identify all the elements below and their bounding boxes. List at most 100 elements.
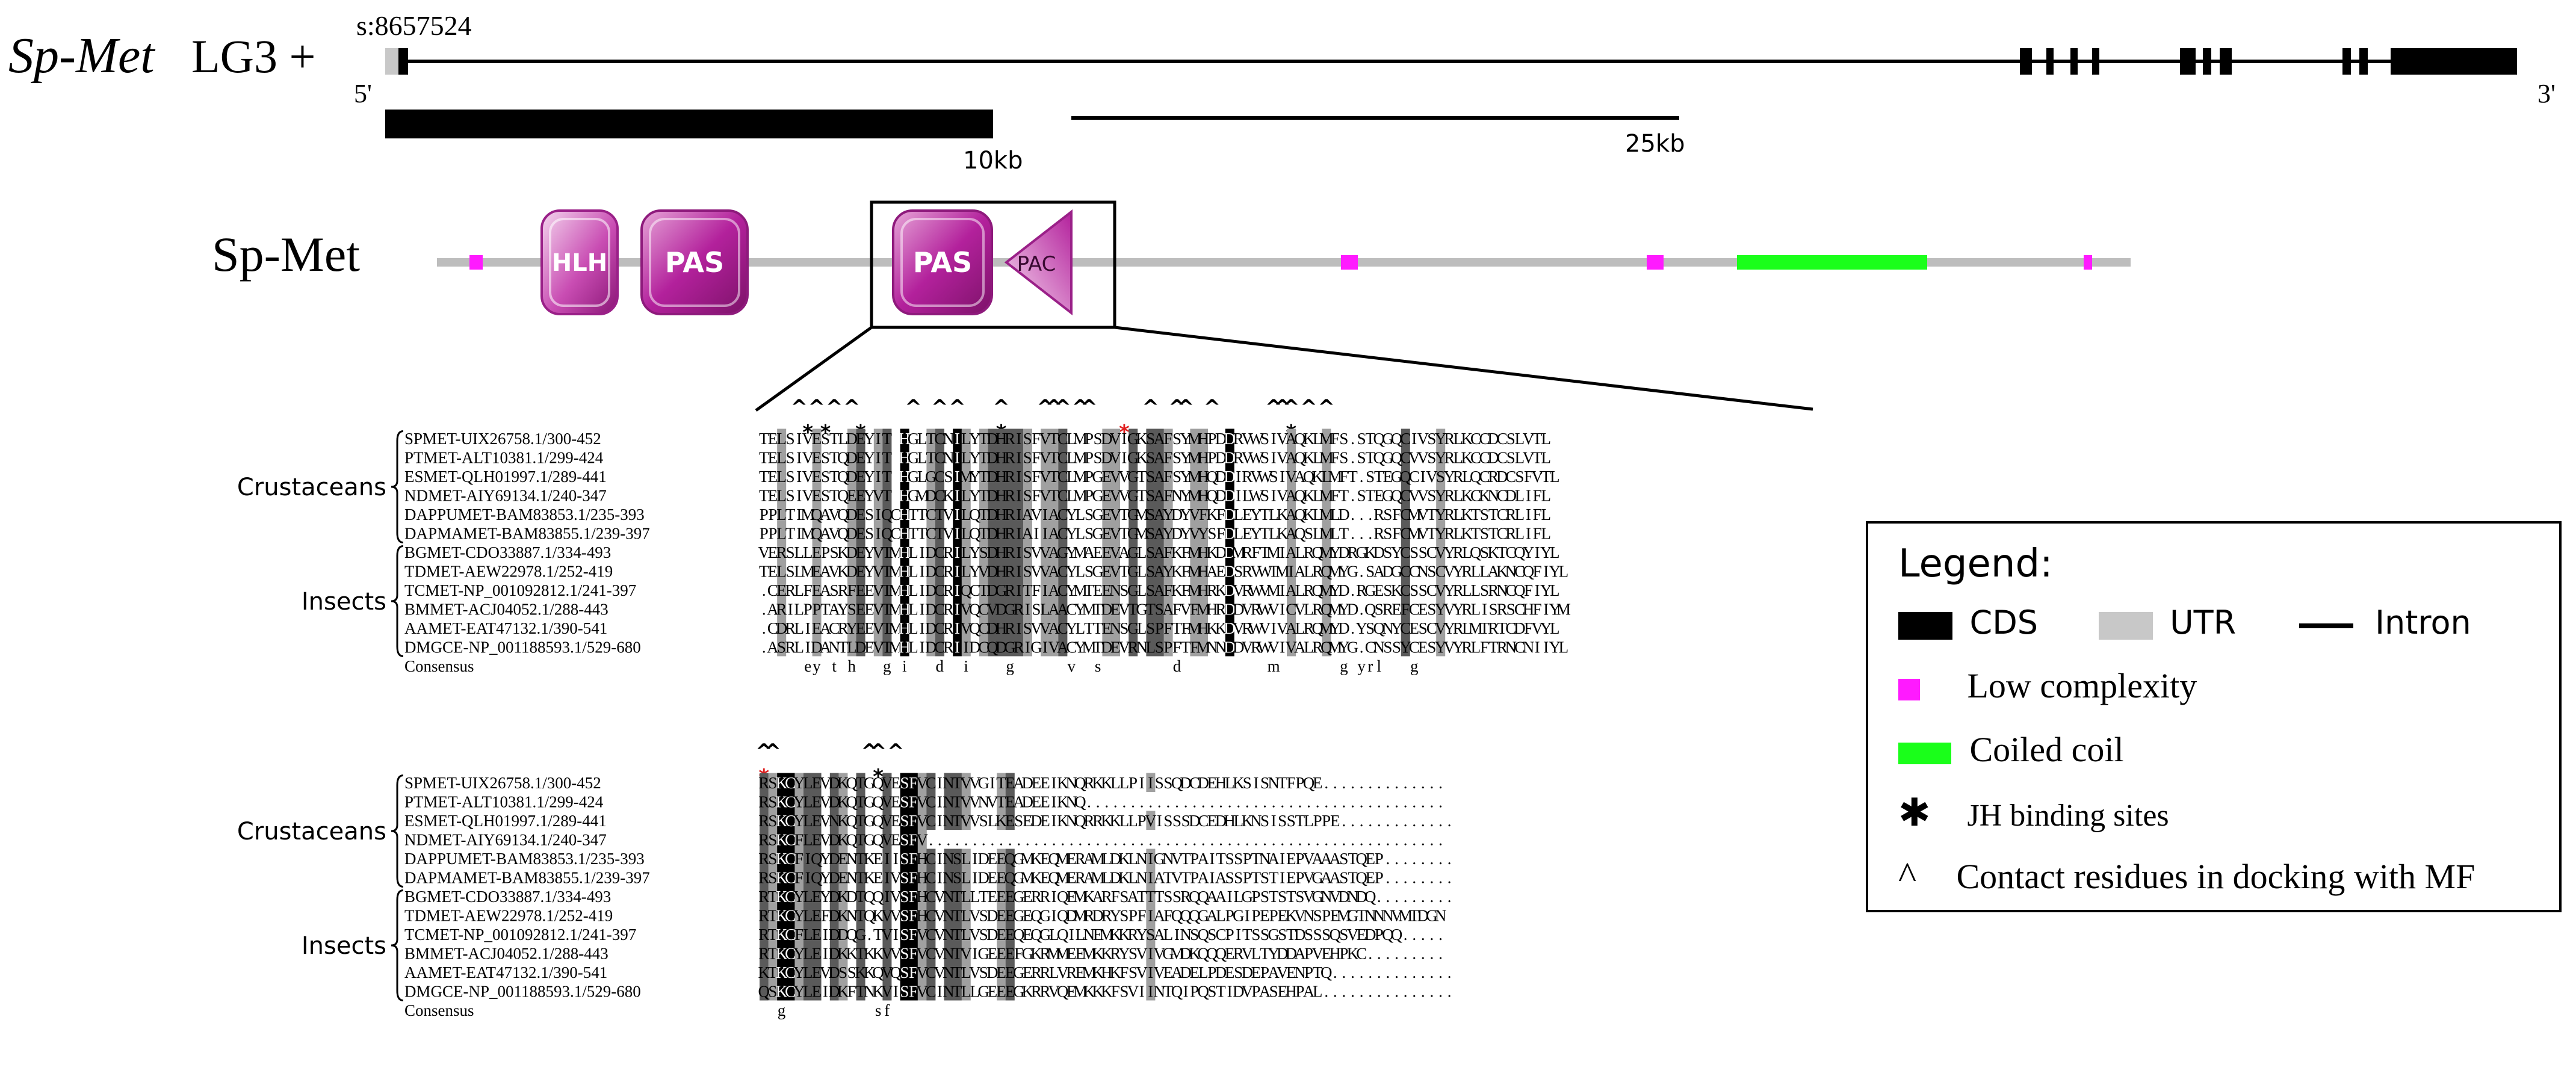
residue: E xyxy=(1286,869,1296,887)
conservation-shading xyxy=(988,524,997,543)
residue: . xyxy=(1386,774,1390,792)
conservation-shading xyxy=(1005,428,1015,448)
conservation-shading xyxy=(935,618,944,637)
residue: S xyxy=(1269,983,1278,1001)
conservation-shading xyxy=(1049,448,1059,467)
cds-exon xyxy=(2203,48,2211,75)
residue: I xyxy=(884,888,890,906)
conservation-shading xyxy=(926,428,936,448)
conservation-shading xyxy=(1014,486,1024,505)
residue: R xyxy=(1005,449,1015,467)
residue: . xyxy=(991,831,995,849)
residue: S xyxy=(1506,430,1516,448)
residue: P xyxy=(760,505,769,524)
conservation-shading xyxy=(988,504,997,524)
residue: . xyxy=(1395,774,1399,792)
residue: P xyxy=(1129,774,1138,792)
conservation-shading xyxy=(997,561,1006,581)
residue: . xyxy=(1404,831,1408,849)
conservation-shading xyxy=(847,524,856,543)
conservation-shading xyxy=(926,504,936,524)
coiled-coil-region xyxy=(1737,255,1927,270)
residue: F xyxy=(794,850,803,868)
contact-residue-caret: ^ xyxy=(808,395,826,419)
conservation-shading xyxy=(961,428,971,448)
residue: L xyxy=(961,869,971,887)
cds-exon xyxy=(2220,48,2232,75)
legend-title: Legend: xyxy=(1898,542,2053,586)
consensus-residue: l xyxy=(1377,657,1382,675)
low-complexity-region xyxy=(469,255,483,270)
residue: I xyxy=(1069,926,1074,944)
residue: F xyxy=(1119,963,1129,981)
consensus-residue: s xyxy=(875,1001,882,1019)
residue: . xyxy=(1254,793,1259,811)
residue: S xyxy=(1119,907,1129,925)
residue: S xyxy=(1383,505,1392,524)
residue: S xyxy=(1410,543,1419,561)
residue: I xyxy=(1280,468,1285,486)
residue: I xyxy=(972,869,977,887)
conservation-shading xyxy=(873,561,883,581)
consensus-residue: d xyxy=(936,657,944,675)
residue: I xyxy=(989,774,995,792)
insects-label: Insects xyxy=(302,932,386,960)
residue: . xyxy=(762,619,766,637)
residue: I xyxy=(884,869,890,887)
residue: E xyxy=(812,468,822,486)
residue: . xyxy=(1245,831,1249,849)
residue: I xyxy=(1535,581,1540,599)
contact-residue-caret: ^ xyxy=(1283,395,1300,419)
residue: R xyxy=(1005,563,1015,581)
consensus-label: Consensus xyxy=(404,1001,474,1019)
residue: S xyxy=(900,850,909,868)
residue: Q xyxy=(1074,793,1086,811)
residue: . xyxy=(1342,963,1346,981)
residue: V xyxy=(1127,983,1139,1001)
residue: . xyxy=(1386,812,1390,830)
residue: I xyxy=(796,449,802,467)
residue: I xyxy=(972,945,977,963)
residue: L xyxy=(1216,907,1226,925)
residue: . xyxy=(1307,793,1311,811)
conservation-shading xyxy=(1041,580,1050,599)
cds-exon xyxy=(2359,48,2368,75)
residue: E xyxy=(873,850,884,868)
residue: V xyxy=(1136,945,1148,963)
residue: D xyxy=(1347,601,1359,619)
conservation-shading xyxy=(935,504,944,524)
caret-icon: ^ xyxy=(1898,854,1917,897)
residue: . xyxy=(1026,831,1030,849)
residue: L xyxy=(776,430,787,448)
conservation-shading xyxy=(812,637,822,657)
sequence-name: SPMET-UIX26758.1/300-452 xyxy=(404,774,601,792)
consensus-residue: r xyxy=(1367,657,1373,675)
residue: I xyxy=(893,983,899,1001)
residue: Q xyxy=(1364,888,1376,906)
jh-binding-star: * xyxy=(1119,421,1130,445)
residue: . xyxy=(1184,831,1188,849)
legend-intron-label: Intron xyxy=(2375,604,2471,641)
residue: C xyxy=(1400,430,1411,448)
residue: I xyxy=(955,487,960,505)
conservation-shading xyxy=(900,428,909,448)
residue: . xyxy=(1438,945,1443,963)
conservation-shading xyxy=(873,428,883,448)
residue: S xyxy=(1357,487,1366,505)
residue: S xyxy=(1260,812,1269,830)
residue: I xyxy=(1148,945,1153,963)
conservation-shading xyxy=(979,504,988,524)
group-bracket xyxy=(391,774,404,888)
cds-swatch xyxy=(1898,611,1952,640)
residue: . xyxy=(1377,812,1381,830)
residue: . xyxy=(1351,812,1355,830)
residue: I xyxy=(1025,601,1030,619)
residue: . xyxy=(1368,793,1372,811)
conservation-shading xyxy=(812,486,822,505)
residue: . xyxy=(1412,812,1416,830)
conservation-shading xyxy=(979,599,988,619)
conservation-shading xyxy=(856,504,865,524)
conservation-shading xyxy=(1041,504,1050,524)
conservation-shading xyxy=(997,524,1006,543)
residue: F xyxy=(1533,505,1542,524)
